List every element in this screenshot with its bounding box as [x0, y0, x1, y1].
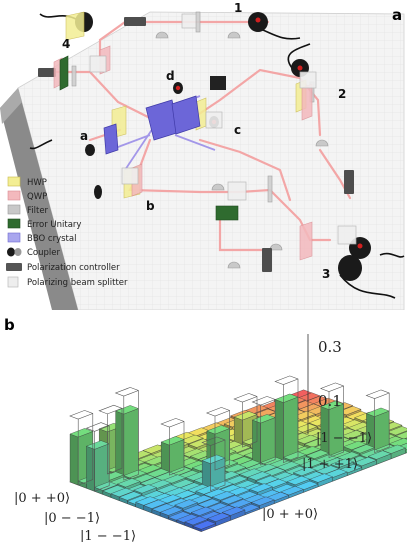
panel-b-letter: b — [4, 316, 15, 334]
svg-text:Coupler: Coupler — [27, 248, 61, 258]
bar — [365, 407, 390, 453]
ideal-bar-wireframe — [274, 375, 299, 464]
node-label-3: 3 — [322, 267, 330, 281]
svg-text:Filter: Filter — [27, 206, 49, 216]
ideal-bar-wireframe — [205, 407, 230, 471]
bbo-crystals — [103, 95, 201, 155]
ideal-bar-wireframe — [85, 422, 110, 492]
legend-item-qwp: QWP — [7, 190, 47, 202]
z-axis: 0.3 0.1 — [307, 334, 342, 434]
node-label-c: c — [234, 123, 241, 137]
ideal-bar-wireframe — [365, 389, 390, 454]
legend-item-filter: Filter — [7, 204, 49, 216]
filter-icon — [7, 204, 21, 215]
node-label-a: a — [80, 129, 88, 143]
ideal-bar-wireframe — [201, 436, 226, 492]
legend-item-polarization-controller: Polarization controller — [6, 263, 120, 273]
y-axis-labels: |0 + +0⟩ |1 + +1⟩ |1 − −1⟩ — [262, 431, 372, 522]
node-label-b: b — [146, 199, 155, 213]
legend-item-error-unitary: Error Unitary — [7, 218, 81, 230]
bars — [69, 389, 407, 532]
error-unitary-icon — [7, 218, 21, 229]
qwp-icon — [7, 190, 21, 201]
ideal-bar-wireframe — [98, 404, 123, 475]
polarization-controller-icon — [6, 263, 22, 271]
y-axis-label: |0 + +0⟩ — [262, 507, 318, 522]
bar — [274, 393, 299, 463]
ideal-bar-wireframe — [160, 418, 185, 476]
ideal-bar-wireframe — [69, 410, 94, 486]
panel-a-letter: a — [392, 6, 402, 24]
legend-item-bbo: BBO crystal — [7, 232, 76, 244]
node-label-d: d — [166, 69, 175, 83]
density-matrix-bar-chart: b 0.3 0.1 |0 + +0⟩ |0 − −1⟩ |1 − −1⟩ |0 … — [4, 316, 407, 542]
error-unitary-plates — [59, 55, 239, 221]
legend-item-hwp: HWP — [7, 176, 47, 188]
bbo-crystal-icon — [7, 232, 21, 243]
x-axis-label: |0 + +0⟩ — [14, 491, 70, 506]
svg-text:Polarizing beam splitter: Polarizing beam splitter — [27, 278, 128, 288]
y-axis-label: |1 − −1⟩ — [316, 431, 372, 446]
legend-item-coupler: Coupler — [7, 247, 61, 258]
svg-text:HWP: HWP — [27, 178, 47, 188]
bar — [192, 520, 217, 532]
svg-text:BBO crystal: BBO crystal — [27, 234, 76, 244]
z-tick-label: 0.3 — [318, 338, 342, 356]
z-tick-label: 0.1 — [318, 392, 342, 410]
node-labels: 1 2 3 4 a b c d — [62, 1, 346, 281]
ideal-bar-wireframe — [233, 393, 258, 448]
table-edge — [0, 88, 78, 310]
bar — [251, 414, 276, 466]
pbs-cubes — [89, 13, 357, 245]
ideal-wireframes — [69, 375, 390, 492]
legend: HWP QWP Filter Error Unitary BBO crystal… — [6, 176, 128, 288]
coupler-icon — [7, 247, 22, 257]
bar — [115, 405, 139, 481]
y-axis-label: |1 + +1⟩ — [302, 457, 358, 472]
x-axis-label: |1 − −1⟩ — [80, 529, 136, 542]
svg-text:Error Unitary: Error Unitary — [27, 220, 81, 230]
bar — [320, 400, 345, 458]
node-label-4: 4 — [62, 37, 70, 51]
svg-text:QWP: QWP — [27, 192, 47, 202]
lenses — [155, 31, 329, 269]
node-label-1: 1 — [234, 1, 242, 15]
node-label-2: 2 — [338, 87, 346, 101]
polarization-controllers — [38, 17, 354, 272]
svg-text:Polarization controller: Polarization controller — [27, 263, 120, 273]
ideal-bar-wireframe — [319, 382, 344, 459]
legend-item-pbs: Polarizing beam splitter — [7, 276, 128, 288]
setup-diagram: a — [0, 1, 405, 310]
bar — [160, 436, 185, 476]
pbs-icon — [7, 276, 19, 288]
hwp-icon — [7, 176, 21, 187]
x-axis-label: |0 − −1⟩ — [44, 511, 100, 526]
ideal-bar-wireframe — [114, 387, 139, 481]
ideal-bar-wireframe — [251, 396, 276, 466]
x-axis-labels: |0 + +0⟩ |0 − −1⟩ |1 − −1⟩ — [14, 491, 136, 542]
